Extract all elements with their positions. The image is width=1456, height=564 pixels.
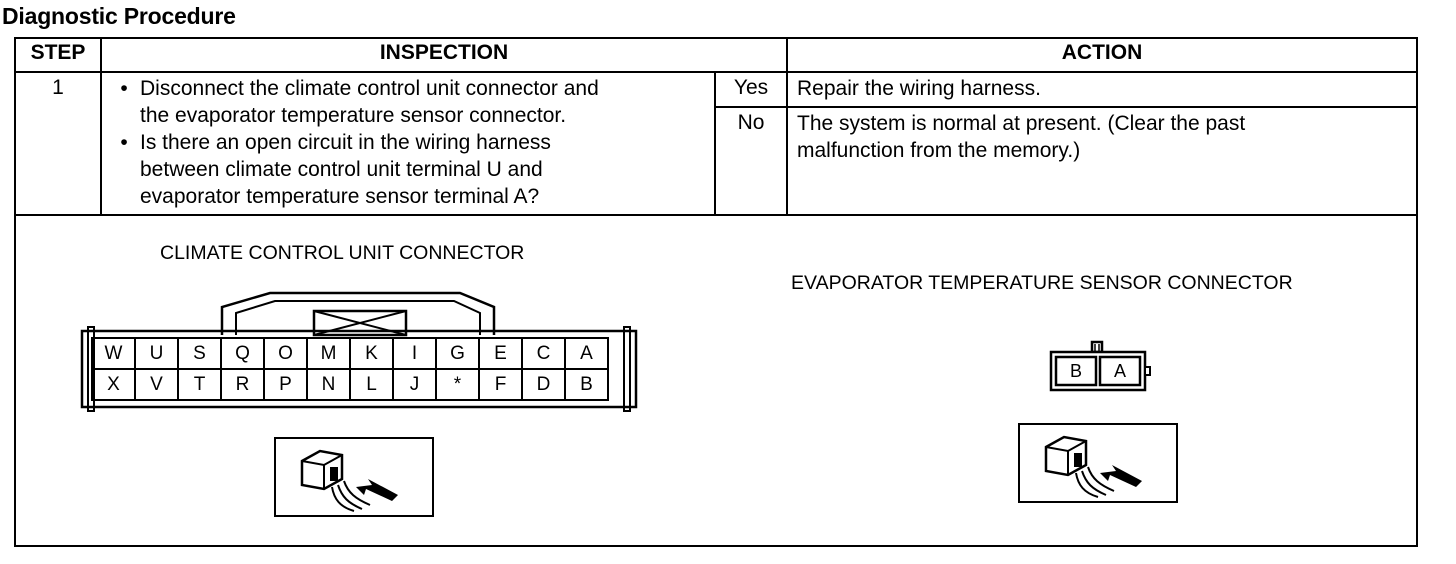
- terminal: M: [308, 339, 351, 370]
- terminal: K: [351, 339, 394, 370]
- terminal: D: [523, 370, 566, 401]
- climate-connector-terminals: W U S Q O M K I G E C A X V T R P N L J …: [91, 337, 609, 401]
- evap-terminal-a: A: [1113, 361, 1126, 381]
- action-line: Repair the wiring harness.: [797, 77, 1041, 100]
- table-divider: [14, 71, 1418, 73]
- terminal: S: [179, 339, 222, 370]
- inspection-line: Disconnect the climate control unit conn…: [140, 77, 599, 100]
- terminal: L: [351, 370, 394, 401]
- step-number: 1: [52, 76, 64, 99]
- table-divider: [715, 106, 1418, 108]
- inspection-list: • Disconnect the climate control unit co…: [108, 75, 714, 210]
- inspection-line: Is there an open circuit in the wiring h…: [140, 131, 551, 154]
- answer-yes: Yes: [733, 76, 769, 99]
- header-action: ACTION: [1061, 41, 1143, 64]
- climate-connector-label: CLIMATE CONTROL UNIT CONNECTOR: [160, 242, 525, 264]
- bullet-icon: •: [120, 77, 128, 100]
- terminal: F: [480, 370, 523, 401]
- procedure-table: [14, 37, 1418, 547]
- terminal: T: [179, 370, 222, 401]
- terminal: E: [480, 339, 523, 370]
- evap-connector-drawing: [1049, 340, 1151, 392]
- terminal: B: [566, 370, 609, 401]
- evap-terminal-b: B: [1069, 361, 1082, 381]
- terminal: *: [437, 370, 480, 401]
- terminal: C: [523, 339, 566, 370]
- bullet-icon: •: [120, 131, 128, 154]
- terminal: U: [136, 339, 179, 370]
- terminal: V: [136, 370, 179, 401]
- page-title: Diagnostic Procedure: [2, 3, 236, 29]
- terminal: X: [93, 370, 136, 401]
- header-inspection: INSPECTION: [379, 41, 509, 64]
- terminal: P: [265, 370, 308, 401]
- action-line: The system is normal at present. (Clear …: [797, 112, 1246, 135]
- terminal: I: [394, 339, 437, 370]
- action-no: The system is normal at present. (Clear …: [797, 110, 1415, 164]
- action-yes: Repair the wiring harness.: [797, 75, 1415, 102]
- evap-connector-label: EVAPORATOR TEMPERATURE SENSOR CONNECTOR: [791, 272, 1293, 294]
- terminal: A: [566, 339, 609, 370]
- terminal: N: [308, 370, 351, 401]
- action-line: malfunction from the memory.): [797, 139, 1081, 162]
- answer-no: No: [737, 111, 765, 134]
- terminal: W: [93, 339, 136, 370]
- inspection-line: between climate control unit terminal U …: [140, 158, 543, 181]
- table-divider: [100, 37, 102, 215]
- inspection-line: the evaporator temperature sensor connec…: [140, 104, 567, 127]
- terminal: J: [394, 370, 437, 401]
- connector-view-icon: [274, 437, 434, 517]
- list-item: • Is there an open circuit in the wiring…: [108, 129, 714, 210]
- terminal: R: [222, 370, 265, 401]
- table-divider: [14, 214, 1418, 216]
- list-item: • Disconnect the climate control unit co…: [108, 75, 714, 129]
- terminal: G: [437, 339, 480, 370]
- header-step: STEP: [30, 41, 86, 64]
- inspection-line: evaporator temperature sensor terminal A…: [140, 185, 540, 208]
- table-divider: [714, 72, 716, 215]
- table-divider: [786, 37, 788, 215]
- terminal: O: [265, 339, 308, 370]
- terminal: Q: [222, 339, 265, 370]
- connector-view-icon: [1018, 423, 1178, 503]
